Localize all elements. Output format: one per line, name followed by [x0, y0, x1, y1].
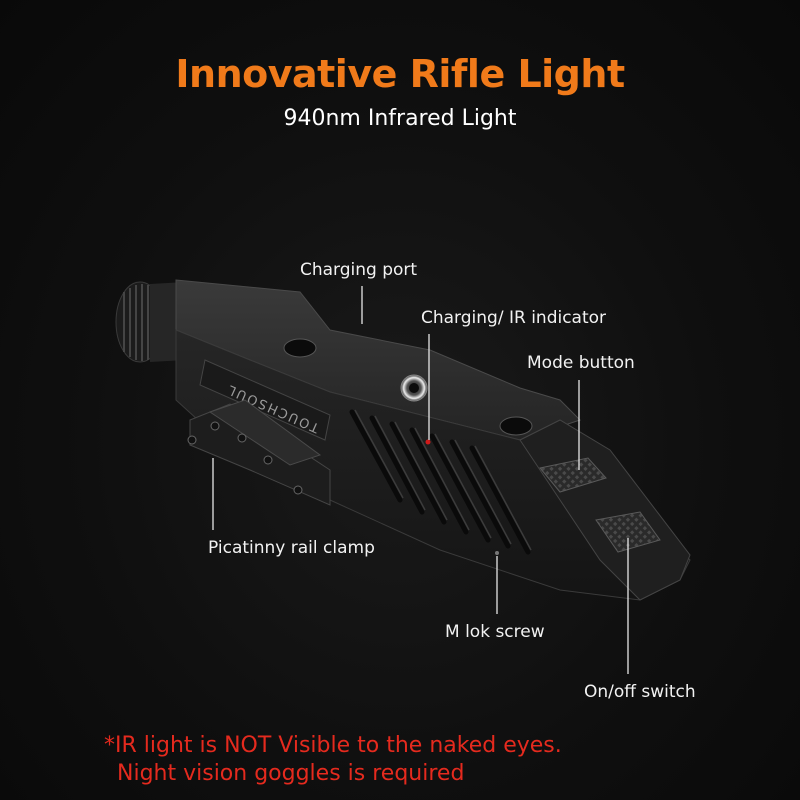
- ir-indicator-led: [425, 439, 431, 445]
- ir-warning: *IR light is NOT Visible to the naked ey…: [104, 732, 562, 788]
- callout-onoff-switch: On/off switch: [584, 682, 696, 702]
- mount-hole-front: [499, 416, 533, 436]
- rail-clamp: [187, 399, 331, 506]
- callout-rail-clamp: Picatinny rail clamp: [208, 538, 375, 558]
- mlok-screw: [495, 551, 499, 555]
- warning-asterisk: *: [104, 733, 115, 758]
- onoff-switch: [595, 511, 661, 553]
- callout-ir-indicator: Charging/ IR indicator: [421, 308, 607, 328]
- page-subtitle: 940nm Infrared Light: [283, 106, 517, 131]
- mode-button: [539, 457, 607, 493]
- callout-leaders: [212, 286, 629, 674]
- mount-hole-rear: [283, 338, 317, 358]
- side-grooves: [349, 409, 531, 555]
- warning-line-2: Night vision goggles is required: [117, 761, 465, 786]
- page-title: Innovative Rifle Light: [175, 52, 625, 96]
- warning-line-1: IR light is NOT Visible to the naked eye…: [115, 733, 562, 758]
- callout-mlok-screw: M lok screw: [445, 622, 545, 642]
- callout-charging-port: Charging port: [300, 260, 418, 280]
- callout-mode-button: Mode button: [527, 353, 635, 373]
